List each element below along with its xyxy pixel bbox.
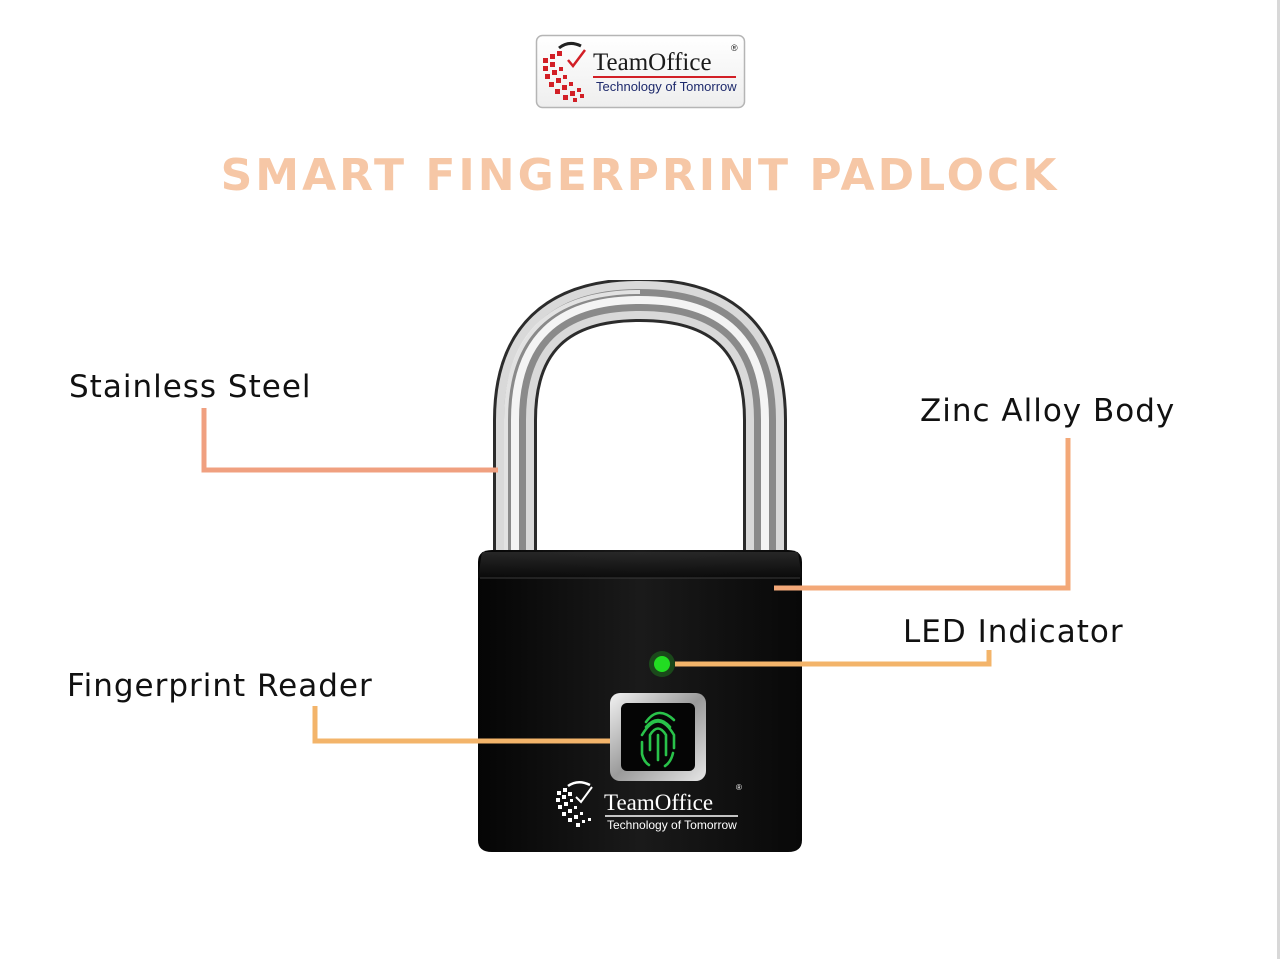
label-stainless-steel: Stainless Steel [69,369,312,405]
body-brand-tagline: Technology of Tomorrow [607,818,737,832]
label-fingerprint-reader: Fingerprint Reader [67,668,373,704]
registered-mark: ® [731,43,738,53]
label-led-indicator: LED Indicator [903,614,1124,650]
padlock-illustration: TeamOffice ® Technology of Tomorrow [478,280,802,852]
zinc-alloy-line [774,438,1071,591]
right-edge-divider [1277,0,1280,959]
fingerprint-reader-line [312,706,610,744]
label-zinc-alloy-body: Zinc Alloy Body [920,393,1176,429]
led-indicator-line [675,650,992,667]
led-light [654,656,670,672]
fingerprint-sensor [610,693,706,781]
body-registered-mark: ® [736,783,742,792]
stainless-steel-line [201,408,498,473]
page-title: SMART FINGERPRINT PADLOCK [220,150,1060,201]
body-logo: TeamOffice ® Technology of Tomorrow [556,781,742,832]
brand-tagline: Technology of Tomorrow [596,79,737,94]
body-brand-name: TeamOffice [604,790,713,815]
fingerprint-icon [640,711,676,768]
brand-name: TeamOffice [593,49,712,76]
teamoffice-logo: TeamOffice ® Technology of Tomorrow [535,34,746,109]
